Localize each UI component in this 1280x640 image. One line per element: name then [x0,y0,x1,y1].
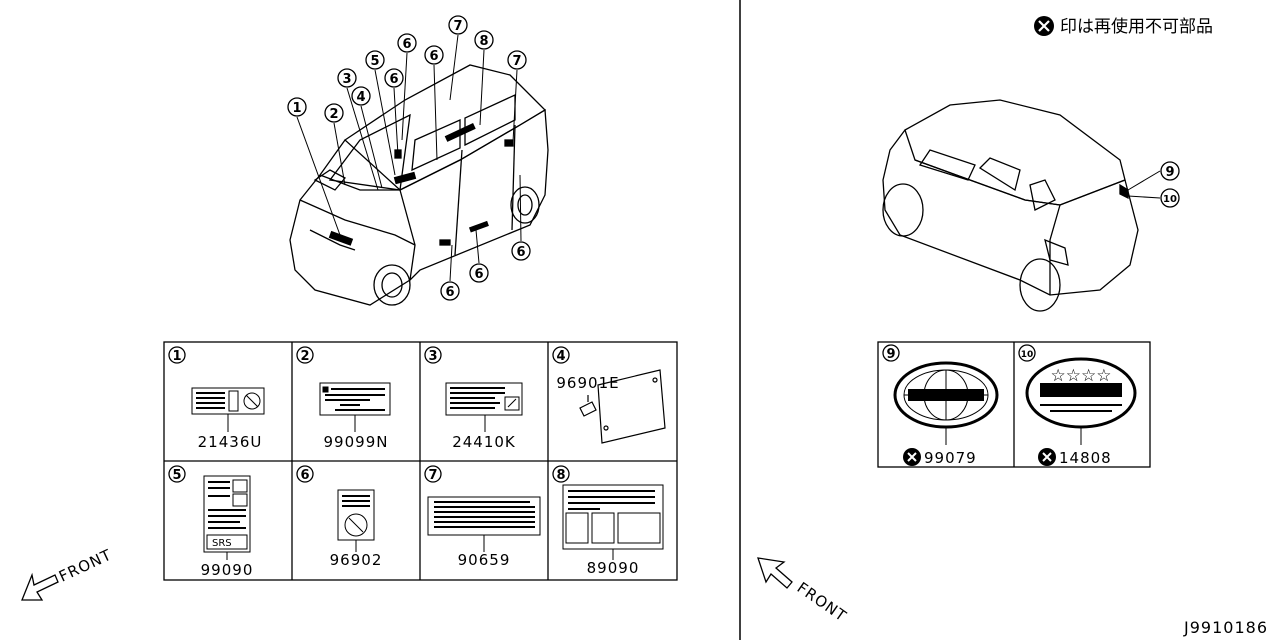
callout-10: 10 [1160,188,1180,208]
parts-table-left [163,341,678,581]
label-art-5 [203,475,251,560]
callouts-right: 9 10 [1160,161,1180,208]
callout-6b: 6 [397,33,417,53]
cell-1-index: 1 [168,346,186,364]
svg-text:10: 10 [1163,194,1177,205]
diagram-id: J9910186 [1183,618,1268,637]
part-number-96902: 96902 [330,551,383,569]
svg-text:6: 6 [389,72,398,87]
vehicle-rear-view [882,99,1139,312]
callout-6a: 6 [384,68,404,88]
cell-5-index: 5 [168,465,186,483]
svg-text:7: 7 [453,19,462,34]
svg-text:6: 6 [516,245,525,260]
svg-text:2: 2 [300,349,309,364]
legend-text: 印は再使用不可部品 [1060,16,1213,37]
svg-text:1: 1 [292,101,301,116]
non-reusable-icon-9 [903,448,921,466]
cell-10-index: 10 [1018,344,1036,362]
svg-text:6: 6 [445,285,454,300]
cell-7-index: 7 [424,465,442,483]
svg-text:9: 9 [886,347,895,362]
svg-text:3: 3 [428,349,437,364]
callout-4: 4 [351,86,371,106]
callout-2: 2 [324,103,344,123]
callout-6d: 6 [511,241,531,261]
star-logo: ☆☆☆☆ [1051,366,1112,386]
callout-3: 3 [337,68,357,88]
callout-9: 9 [1160,161,1180,181]
part-number-21436U: 21436U [198,433,263,451]
callout-7a: 7 [448,15,468,35]
svg-text:4: 4 [556,349,565,364]
cell-4-index: 4 [552,346,570,364]
callout-1: 1 [287,97,307,117]
svg-text:7: 7 [428,468,437,483]
svg-text:2: 2 [329,107,338,122]
vehicle-front-view [289,64,549,306]
part-number-99090: 99090 [201,561,254,579]
svg-text:3: 3 [342,72,351,87]
svg-text:6: 6 [300,468,309,483]
non-reusable-icon-10 [1038,448,1056,466]
part-number-99079: 99079 [924,449,977,467]
svg-text:5: 5 [370,54,379,69]
label-art-10 [1025,357,1137,445]
svg-text:10: 10 [1021,350,1034,360]
label-art-3 [445,382,523,432]
callouts-left: 1 2 3 4 5 6 6 6 7 8 7 6 6 6 [287,15,531,301]
part-numbers-right: 99079 14808 [903,448,1112,467]
callout-6f: 6 [440,281,460,301]
part-number-24410K: 24410K [452,433,516,451]
front-label-right: FRONT [794,579,850,626]
table-left-indices: 1 2 3 4 5 6 7 8 [168,346,570,483]
svg-text:4: 4 [356,90,365,105]
callout-6c: 6 [424,45,444,65]
cell-9-index: 9 [882,344,900,362]
label-art-2 [319,382,391,432]
label-art-1 [191,387,265,432]
label-art-8 [562,484,664,560]
table-right-indices: 9 10 [882,344,1036,362]
svg-text:5: 5 [172,468,181,483]
svg-text:7: 7 [512,54,521,69]
callout-6e: 6 [469,263,489,283]
svg-text:8: 8 [479,34,488,49]
callout-5: 5 [365,50,385,70]
label-art-9 [893,361,999,445]
front-label-left: FRONT [56,546,115,586]
srs-text: SRS [212,538,232,549]
svg-text:6: 6 [402,37,411,52]
label-art-7 [427,496,541,552]
parts-table-right [877,341,1151,468]
label-art-4 [579,369,666,444]
part-number-90659: 90659 [458,551,511,569]
legend: 印は再使用不可部品 [1034,16,1213,37]
svg-text:6: 6 [474,267,483,282]
callout-leaders-right [1127,170,1161,199]
cell-2-index: 2 [296,346,314,364]
part-number-96901E: 96901E [556,374,619,392]
svg-text:6: 6 [429,49,438,64]
part-numbers-left: 21436U 99099N 24410K 96901E 99090 96902 … [198,374,640,579]
svg-text:1: 1 [172,349,181,364]
part-number-89090: 89090 [587,559,640,577]
label-art-6 [337,489,375,552]
cell-8-index: 8 [552,465,570,483]
svg-text:8: 8 [556,468,565,483]
cell-3-index: 3 [424,346,442,364]
cell-6-index: 6 [296,465,314,483]
callout-8: 8 [474,30,494,50]
part-number-99099N: 99099N [324,433,389,451]
svg-text:9: 9 [1165,165,1174,180]
front-arrow-left: FRONT [21,546,115,601]
front-arrow-right: FRONT [757,557,850,626]
callout-7b: 7 [507,50,527,70]
callout-leaders-left [296,34,522,282]
part-number-14808: 14808 [1059,449,1112,467]
